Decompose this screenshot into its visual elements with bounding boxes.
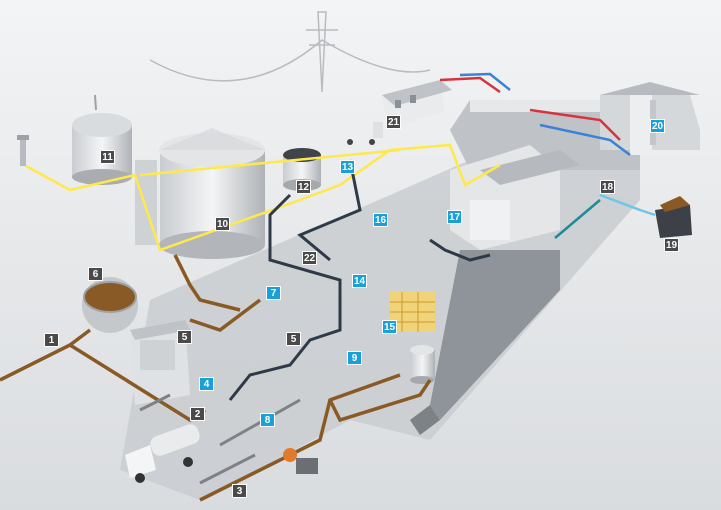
gas-pipes xyxy=(25,143,501,252)
output-container xyxy=(655,196,692,238)
tanker-truck-13 xyxy=(340,122,383,145)
digester-tank xyxy=(135,128,265,259)
separator-units xyxy=(450,145,580,250)
pellet-stack xyxy=(390,292,435,332)
liquid-storage-tank xyxy=(410,345,435,384)
main-hall xyxy=(410,100,640,435)
process-pipes xyxy=(228,159,491,401)
heat-exchanger xyxy=(283,448,318,474)
hydrolysis-tank xyxy=(283,148,321,191)
receiving-bunker xyxy=(82,277,138,333)
delivery-truck xyxy=(125,424,200,483)
plant-ground-platform xyxy=(120,160,640,500)
flare-stack xyxy=(17,135,29,166)
heating-pipes xyxy=(439,72,656,217)
power-pylon xyxy=(149,11,431,93)
reception-building xyxy=(130,320,190,405)
drain-pipe xyxy=(554,199,601,239)
